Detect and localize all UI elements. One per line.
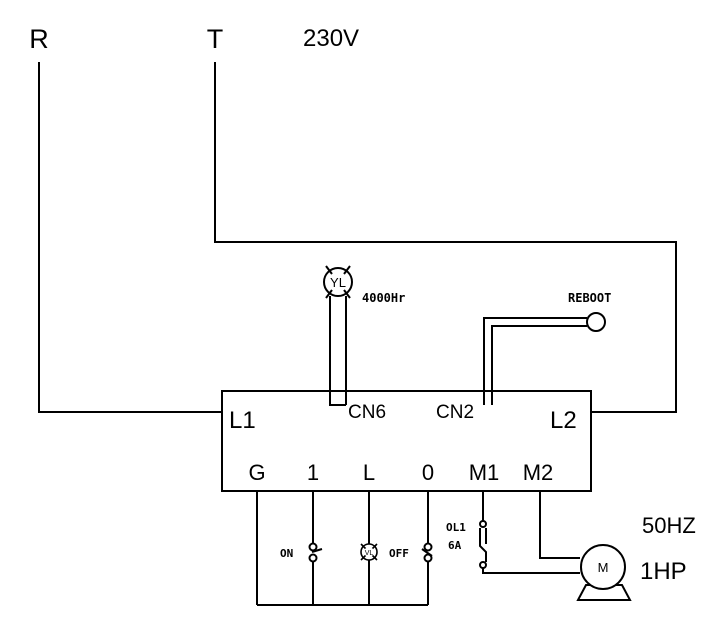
terminal-cn2: CN2: [436, 402, 474, 423]
vl-lamp-icon: [360, 543, 378, 561]
wire-yl-to-cn6: [329, 296, 346, 406]
terminal-g: G: [248, 460, 265, 485]
terminal-0: 0: [422, 460, 434, 485]
motor-power-label: 1HP: [640, 558, 687, 585]
reboot-label: REBOOT: [568, 291, 611, 305]
overload-ol1-icon: [479, 520, 487, 569]
terminal-l1: L1: [229, 407, 256, 434]
motor-symbol: M: [598, 560, 609, 575]
terminal-l: L: [363, 460, 375, 485]
wire-t-to-l2: [214, 62, 677, 413]
terminal-l2: L2: [550, 407, 577, 434]
wire-ol1-to-motor: [482, 565, 580, 574]
controller-box: [221, 390, 592, 492]
phase-r-label: R: [29, 24, 49, 54]
on-switch-label: ON: [280, 547, 293, 560]
reboot-button-icon: [586, 312, 606, 332]
off-switch-icon: [421, 542, 433, 563]
wire-r-to-l1: [38, 62, 222, 413]
vl-lamp-label: VL: [365, 550, 374, 557]
wire-reboot-to-cn2-b: [491, 325, 587, 405]
overload-name: OL1: [446, 521, 466, 534]
frequency-label: 50HZ: [642, 513, 696, 538]
phase-t-label: T: [207, 24, 224, 54]
wire-m2-to-motor: [539, 491, 580, 559]
yl-lamp-icon: [323, 265, 353, 299]
on-switch-icon: [308, 542, 323, 563]
yl-hours-label: 4000Hr: [362, 291, 405, 305]
wire-reboot-to-cn2: [483, 317, 587, 405]
off-switch-label: OFF: [389, 547, 409, 560]
yl-lamp-label: YL: [330, 275, 346, 290]
motor-icon: [576, 544, 632, 601]
terminal-m2: M2: [523, 460, 554, 485]
terminal-cn6: CN6: [348, 402, 386, 423]
terminal-1: 1: [307, 460, 319, 485]
voltage-label: 230V: [303, 25, 359, 52]
terminal-m1: M1: [469, 460, 500, 485]
overload-rating: 6A: [448, 539, 462, 552]
